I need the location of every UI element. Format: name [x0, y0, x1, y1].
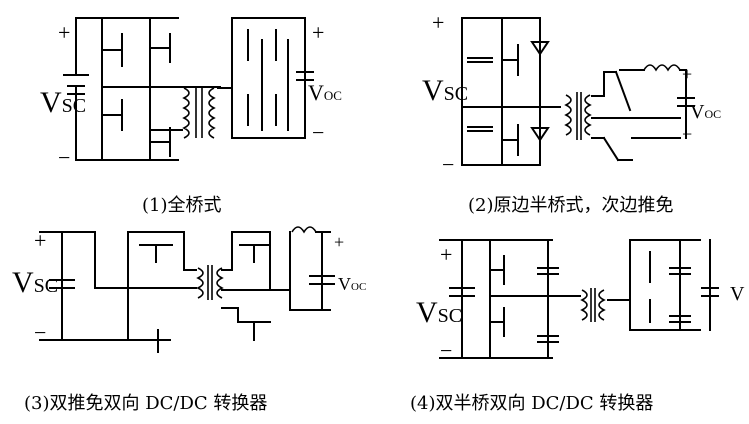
vin-label: VSC	[422, 74, 468, 107]
switch-leg-right	[149, 17, 183, 161]
plus-sign: +	[432, 10, 444, 35]
vin-label: VSC	[12, 266, 58, 299]
transformer-2	[564, 92, 592, 140]
vout-label: VOC	[308, 80, 342, 105]
transformer-3	[196, 265, 224, 300]
minus-sign: −	[682, 124, 692, 144]
diagram-dual-push-pull: + − VSC + VOC	[12, 226, 366, 353]
plus-sign: +	[58, 20, 70, 45]
vout-label-partial: V	[730, 283, 745, 305]
plus-sign: +	[312, 20, 324, 45]
vout-label: VOC	[338, 274, 366, 294]
caption-full-bridge: (1)全桥式	[142, 195, 222, 216]
diagram-half-bridge-push-pull: + − VSC + − VOC	[422, 10, 721, 177]
vout-label: VOC	[690, 101, 721, 123]
caption-dual-push-pull: (3)双推免双向 DC/DC 转换器	[24, 393, 268, 414]
minus-sign: −	[58, 145, 70, 170]
transformer-4	[580, 288, 606, 322]
input-source-1	[63, 17, 179, 161]
minus-sign: −	[440, 338, 452, 363]
caption-half-bridge-push-pull: (2)原边半桥式，次边推免	[468, 195, 674, 216]
vin-label: VSC	[40, 86, 86, 119]
transformer-1	[182, 87, 216, 139]
plus-sign: +	[682, 64, 692, 84]
caption-dual-half-bridge: (4)双半桥双向 DC/DC 转换器	[410, 393, 654, 414]
plus-sign: +	[440, 242, 452, 267]
minus-sign: −	[442, 152, 454, 177]
plus-sign: +	[34, 228, 46, 253]
diagram-full-bridge: + − VSC	[40, 17, 342, 170]
plus-sign: +	[334, 232, 344, 252]
vin-label: VSC	[416, 296, 462, 329]
switch-leg-left	[101, 17, 221, 161]
minus-sign: −	[312, 120, 324, 145]
diagram-dual-half-bridge: + − VSC V	[416, 239, 745, 363]
minus-sign: −	[34, 320, 46, 345]
secondary-bridge-1	[217, 17, 314, 139]
